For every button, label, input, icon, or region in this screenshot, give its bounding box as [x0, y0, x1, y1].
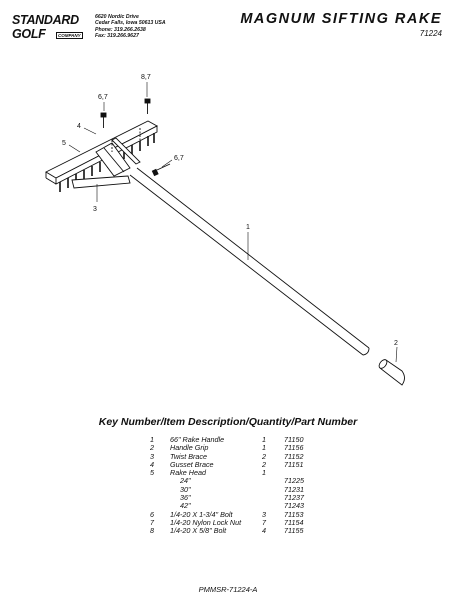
part-key: 7	[150, 517, 154, 527]
part-key: 2	[150, 443, 154, 453]
part-number: 71243	[284, 501, 304, 511]
rake-handle	[129, 167, 370, 356]
part-number: 71154	[284, 517, 304, 527]
part-quantity: 4	[262, 526, 266, 536]
part-description: Gusset Brace	[170, 459, 214, 469]
part-description: 36"	[180, 493, 191, 503]
parts-heading: Key Number/Item Description/Quantity/Par…	[98, 416, 358, 428]
part-quantity: 2	[262, 459, 266, 469]
part-quantity: 3	[262, 509, 266, 519]
part-number: 71237	[284, 493, 304, 503]
callout-leaders	[68, 82, 398, 363]
callout-5: 5	[62, 140, 66, 147]
part-quantity: 1	[262, 435, 266, 444]
part-number: 71153	[284, 509, 304, 519]
part-quantity: 2	[262, 451, 266, 461]
part-description: Twist Brace	[170, 451, 208, 461]
part-description: Handle Grip	[170, 443, 209, 453]
part-quantity: 1	[262, 468, 266, 478]
standard-golf-logo: STANDARD GOLF COMPANY	[12, 12, 92, 46]
part-key: 6	[150, 509, 154, 519]
part-number: 71155	[284, 526, 304, 536]
callout-3: 3	[93, 206, 97, 213]
callout-8-7: 8,7	[141, 74, 151, 81]
twist-brace	[71, 137, 141, 189]
company-address: 6620 Nordic Drive Cedar Falls, Iowa 5061…	[95, 14, 166, 39]
part-description: 1/4-20 X 1-3/4" Bolt	[170, 509, 233, 519]
part-description: 42"	[180, 501, 191, 511]
part-key: 8	[150, 526, 154, 536]
address-line: Phone: 319.266.2638	[95, 26, 146, 33]
address-line: 6620 Nordic Drive	[95, 14, 139, 20]
part-quantity: 7	[262, 517, 266, 527]
callout-4: 4	[77, 123, 81, 130]
logo-tag: COMPANY	[56, 32, 83, 39]
part-key: 5	[150, 468, 154, 478]
part-number: 71231	[284, 484, 304, 494]
part-description: Rake Head	[170, 468, 206, 478]
part-number: 71225	[284, 476, 304, 486]
part-quantity: 1	[262, 443, 266, 453]
callout-6-7-right: 6,7	[174, 155, 184, 162]
part-description: 1/4-20 X 5/8" Bolt	[170, 526, 227, 536]
part-description: 24"	[180, 476, 191, 486]
part-key: 3	[150, 451, 154, 461]
document-code: PMMSR-71224-A	[198, 585, 258, 594]
logo-line2: GOLF	[12, 27, 46, 41]
handle-grip	[378, 359, 405, 386]
part-description: 1/4-20 Nylon Lock Nut	[170, 517, 242, 527]
part-number: 71151	[284, 459, 304, 469]
part-key: 1	[150, 435, 154, 444]
rake-exploded-diagram: 8,7 6,7 4 5 6,7 3 1 2	[45, 74, 405, 386]
part-description: 66" Rake Handle	[170, 435, 225, 444]
callout-6-7-top: 6,7	[98, 94, 108, 101]
part-number: 71150	[284, 435, 304, 444]
address-line: Cedar Falls, Iowa 50613 USA	[95, 20, 166, 27]
part-key: 4	[150, 459, 154, 469]
gusset-brace	[95, 142, 131, 177]
bolts	[100, 98, 171, 177]
part-number: 71156	[284, 443, 304, 453]
address-line: Fax: 319.266.9627	[95, 32, 139, 39]
callout-1: 1	[246, 224, 250, 231]
part-number: 71152	[284, 451, 304, 461]
logo-line1: STANDARD	[12, 13, 79, 27]
product-number: 71224	[419, 29, 442, 38]
callout-2: 2	[394, 340, 398, 347]
product-title: MAGNUM SIFTING RAKE	[240, 11, 442, 27]
part-description: 30"	[180, 484, 191, 494]
